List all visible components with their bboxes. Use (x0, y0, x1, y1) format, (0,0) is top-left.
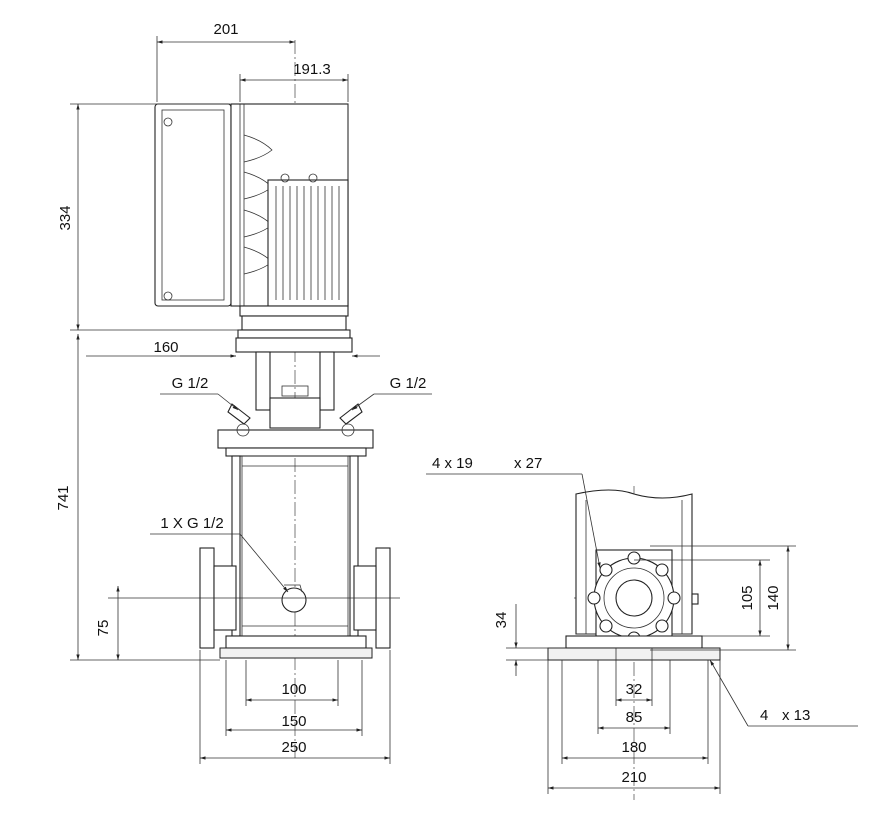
side-base (547, 635, 721, 661)
callout-flange-holes: 4 x 19 x 27 (426, 455, 601, 569)
drain-label: 1 X G 1/2 (160, 515, 223, 532)
dim-160-label: 160 (153, 339, 178, 356)
dim-34: 34 (493, 604, 566, 676)
dim-250: 250 (199, 650, 391, 764)
dim-105: 105 (634, 559, 770, 637)
dim-191-3-label: 191.3 (293, 61, 331, 78)
dim-100: 100 (245, 660, 339, 706)
vent-right-label: G 1/2 (390, 375, 427, 392)
dim-250-label: 250 (281, 739, 306, 756)
dim-150-label: 150 (281, 713, 306, 730)
dim-191-3: 191.3 (239, 61, 349, 102)
foot-holes-extra-label: x 13 (782, 707, 810, 724)
dim-105-label: 105 (739, 585, 756, 610)
flange-holes-extra-label: x 27 (514, 455, 542, 472)
dim-85-label: 85 (626, 709, 643, 726)
dim-741-label: 741 (55, 485, 72, 510)
motor-stool (235, 305, 353, 429)
dim-140: 140 (650, 545, 796, 651)
dim-210-label: 210 (621, 769, 646, 786)
dim-180: 180 (561, 660, 709, 764)
dim-150: 150 (225, 660, 363, 736)
motor-fins (267, 173, 349, 307)
dim-75-label: 75 (95, 620, 112, 637)
foot-holes-label: 4 (760, 707, 768, 724)
callout-drain: 1 X G 1/2 (150, 515, 289, 593)
dim-210: 210 (547, 660, 721, 794)
dim-32-label: 32 (626, 681, 643, 698)
callout-vent-right: G 1/2 (351, 375, 432, 411)
flange-holes-label: 4 x 19 (432, 455, 473, 472)
side-flange (587, 549, 699, 649)
dim-201: 201 (156, 21, 295, 102)
dim-741: 741 (55, 334, 220, 661)
pump-head (217, 423, 374, 457)
callout-vent-left: G 1/2 (160, 375, 239, 411)
dim-140-label: 140 (765, 585, 782, 610)
dim-100-label: 100 (281, 681, 306, 698)
dim-32: 32 (615, 648, 653, 706)
callout-foot-holes: 4 x 13 (709, 659, 858, 727)
dim-201-label: 201 (213, 21, 238, 38)
dim-180-label: 180 (621, 739, 646, 756)
dim-85: 85 (597, 660, 671, 734)
front-view: 201 191.3 334 160 G 1/2 (55, 21, 432, 764)
dim-160: 160 (86, 339, 380, 358)
vent-left-label: G 1/2 (172, 375, 209, 392)
side-view: 4 x 19 x 27 34 105 140 (426, 455, 858, 800)
dim-334-label: 334 (57, 205, 74, 230)
dim-34-label: 34 (493, 612, 510, 629)
dim-334: 334 (57, 103, 240, 331)
terminal-box (154, 103, 232, 307)
dim-75: 75 (95, 586, 400, 660)
